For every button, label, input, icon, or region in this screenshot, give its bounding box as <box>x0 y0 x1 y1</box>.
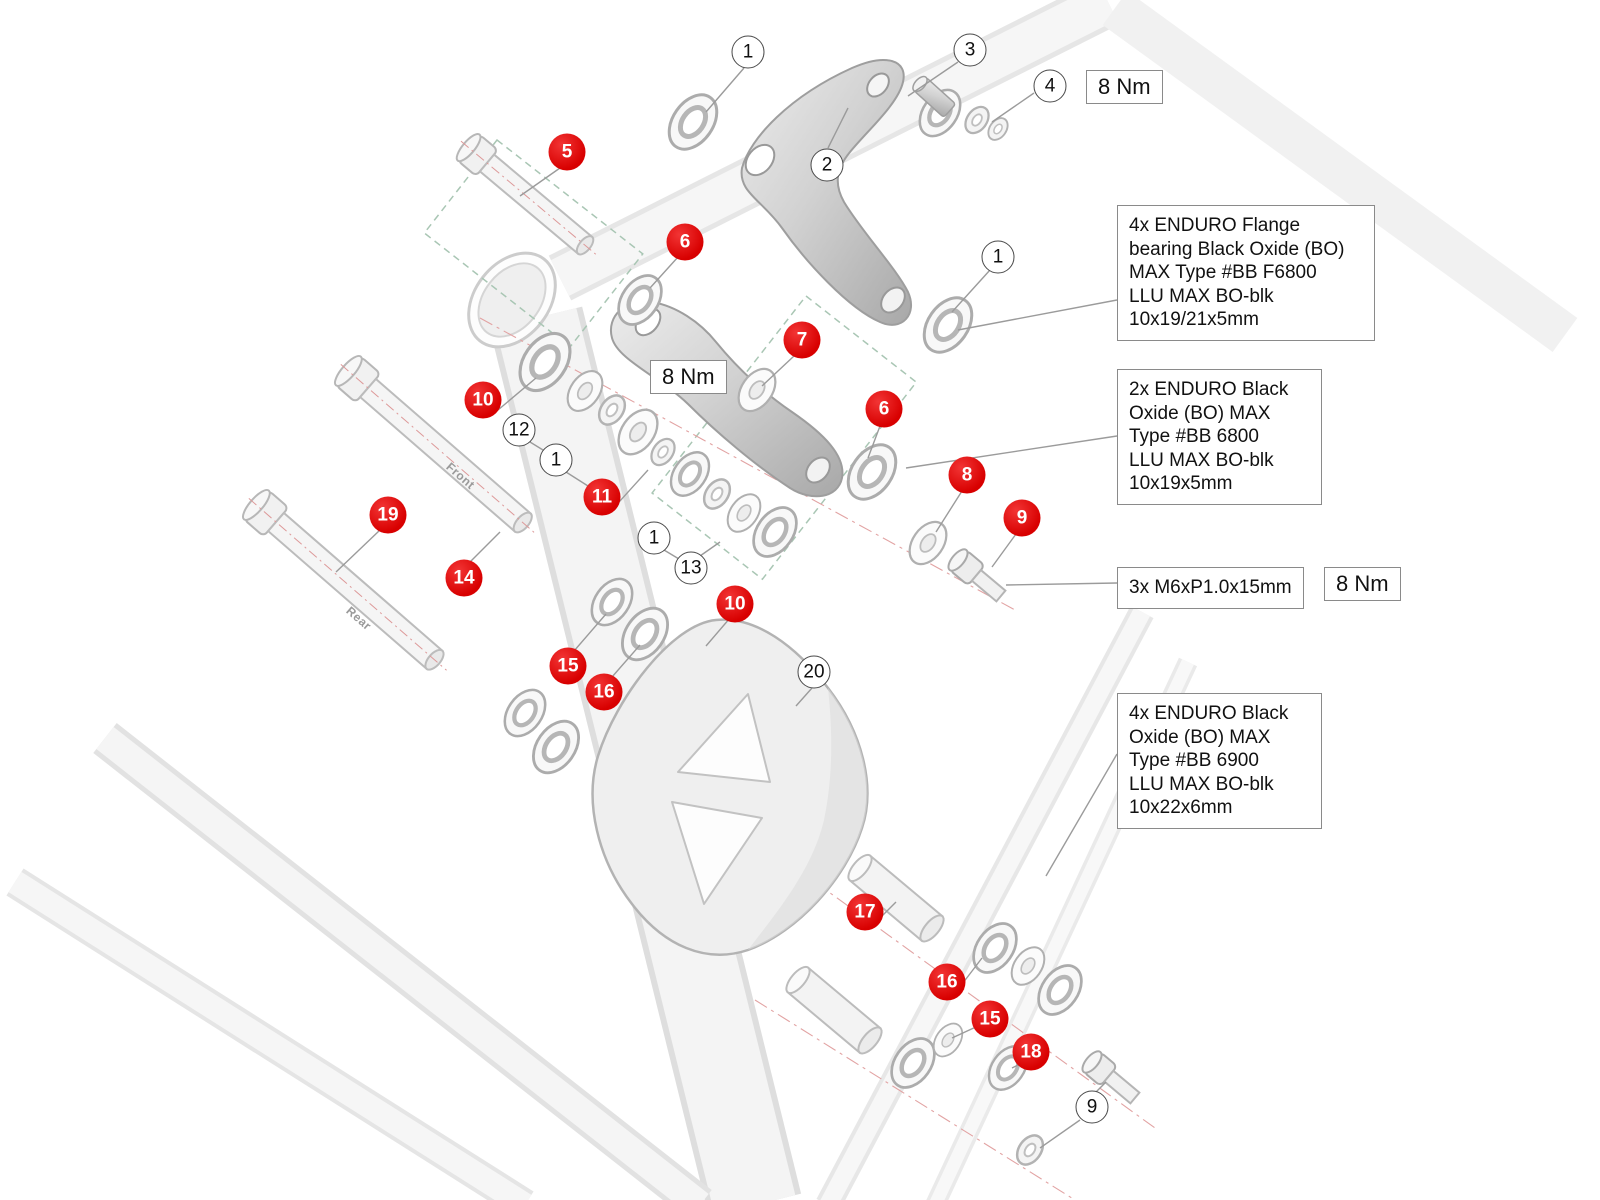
callout-13: 13 <box>674 551 708 585</box>
callout-8: 8 <box>948 456 986 494</box>
upper-rocker-link <box>740 59 913 326</box>
part-note-bearing-6900: 4x ENDURO Black Oxide (BO) MAX Type #BB … <box>1117 693 1322 829</box>
spacer-sleeves <box>785 853 945 1055</box>
torque-label-top: 8 Nm <box>1086 70 1163 104</box>
part-note-flange-bearing: 4x ENDURO Flange bearing Black Oxide (BO… <box>1117 205 1375 341</box>
callout-6-right: 6 <box>865 390 903 428</box>
part-note-bearing-6800: 2x ENDURO Black Oxide (BO) MAX Type #BB … <box>1117 369 1322 505</box>
callout-11: 11 <box>583 478 621 516</box>
axles-and-pins <box>241 132 599 671</box>
callout-16-bottom: 16 <box>928 963 966 1001</box>
callout-1-mid-left: 1 <box>539 443 573 477</box>
callout-20: 20 <box>797 655 831 689</box>
callout-1-right: 1 <box>981 240 1015 274</box>
callout-9-white: 9 <box>1075 1090 1109 1124</box>
callout-15-bottom: 15 <box>971 1000 1009 1038</box>
torque-label-bolt: 8 Nm <box>1324 567 1401 601</box>
callout-5: 5 <box>548 133 586 171</box>
callout-10-left: 10 <box>464 381 502 419</box>
callout-14: 14 <box>445 559 483 597</box>
callout-17: 17 <box>846 893 884 931</box>
bolts <box>912 75 1141 1105</box>
callout-9-red: 9 <box>1003 499 1041 537</box>
callout-16-left: 16 <box>585 673 623 711</box>
torque-label-middle: 8 Nm <box>650 360 727 394</box>
callout-18: 18 <box>1012 1033 1050 1071</box>
part-note-bolt-spec: 3x M6xP1.0x15mm <box>1117 567 1304 609</box>
callout-19: 19 <box>369 496 407 534</box>
callout-7: 7 <box>783 321 821 359</box>
middle-link-arm <box>609 300 844 498</box>
callout-2: 2 <box>810 148 844 182</box>
callout-1-top: 1 <box>731 35 765 69</box>
callout-1-mid-right: 1 <box>637 521 671 555</box>
callout-15-left: 15 <box>549 647 587 685</box>
callout-10-center: 10 <box>716 585 754 623</box>
callout-6-upper: 6 <box>666 223 704 261</box>
callout-4: 4 <box>1033 69 1067 103</box>
callout-3: 3 <box>953 33 987 67</box>
callout-12: 12 <box>502 413 536 447</box>
